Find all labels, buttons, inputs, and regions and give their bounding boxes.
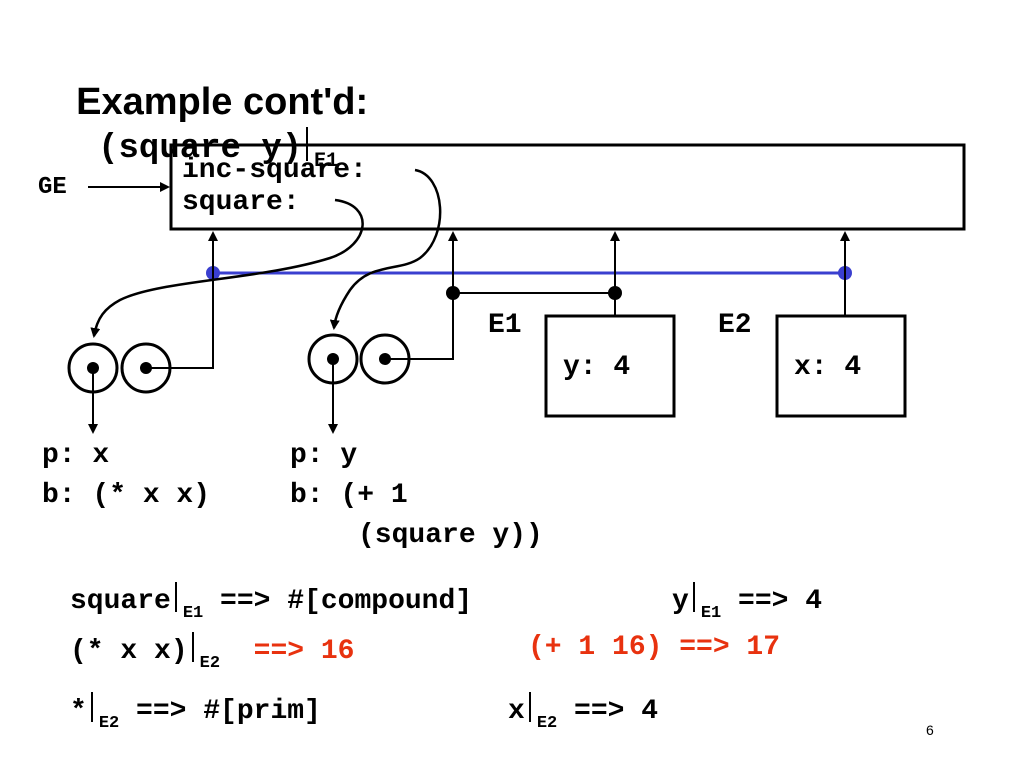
ge-binding-inc-square: inc-square: <box>182 155 367 186</box>
page-number: 6 <box>926 722 934 738</box>
square-binding-arrow <box>90 198 364 338</box>
ge-label: GE <box>38 174 67 201</box>
frame-e2-binding: x: 4 <box>794 352 862 383</box>
proc1-env-arrow <box>146 231 218 369</box>
frame-e1-binding: y: 4 <box>563 352 631 383</box>
ge-binding-square: square: <box>182 187 300 218</box>
proc1-body: b: (* x x) <box>42 480 211 511</box>
proc2-env-arrow <box>385 231 458 360</box>
eval-star-e2: *E2 ==> #[prim] <box>70 692 321 733</box>
slide-title: Example cont'd: (square y)E1 <box>55 38 369 173</box>
link-dot-right <box>608 286 622 300</box>
title-prefix: Example cont'd: <box>76 81 369 123</box>
frame-e2-label: E2 <box>718 310 752 341</box>
proc1-params: p: x <box>42 440 110 471</box>
title-env: E1 <box>314 150 339 173</box>
frame-e1-box <box>544 314 676 418</box>
proc2-body-line2: (square y)) <box>358 520 543 551</box>
proc2-params: p: y <box>290 440 358 471</box>
frame-e1-label: E1 <box>488 310 522 341</box>
proc2-body-line1: b: (+ 1 <box>290 480 408 511</box>
inc-square-binding-arrow <box>329 168 442 330</box>
eval-mult-e2: (* x x)E2 ==> 16 <box>70 632 354 673</box>
frame-e2-box <box>775 314 907 418</box>
global-env-box <box>169 143 966 231</box>
eval-plus-result: (+ 1 16) ==> 17 <box>528 632 781 663</box>
